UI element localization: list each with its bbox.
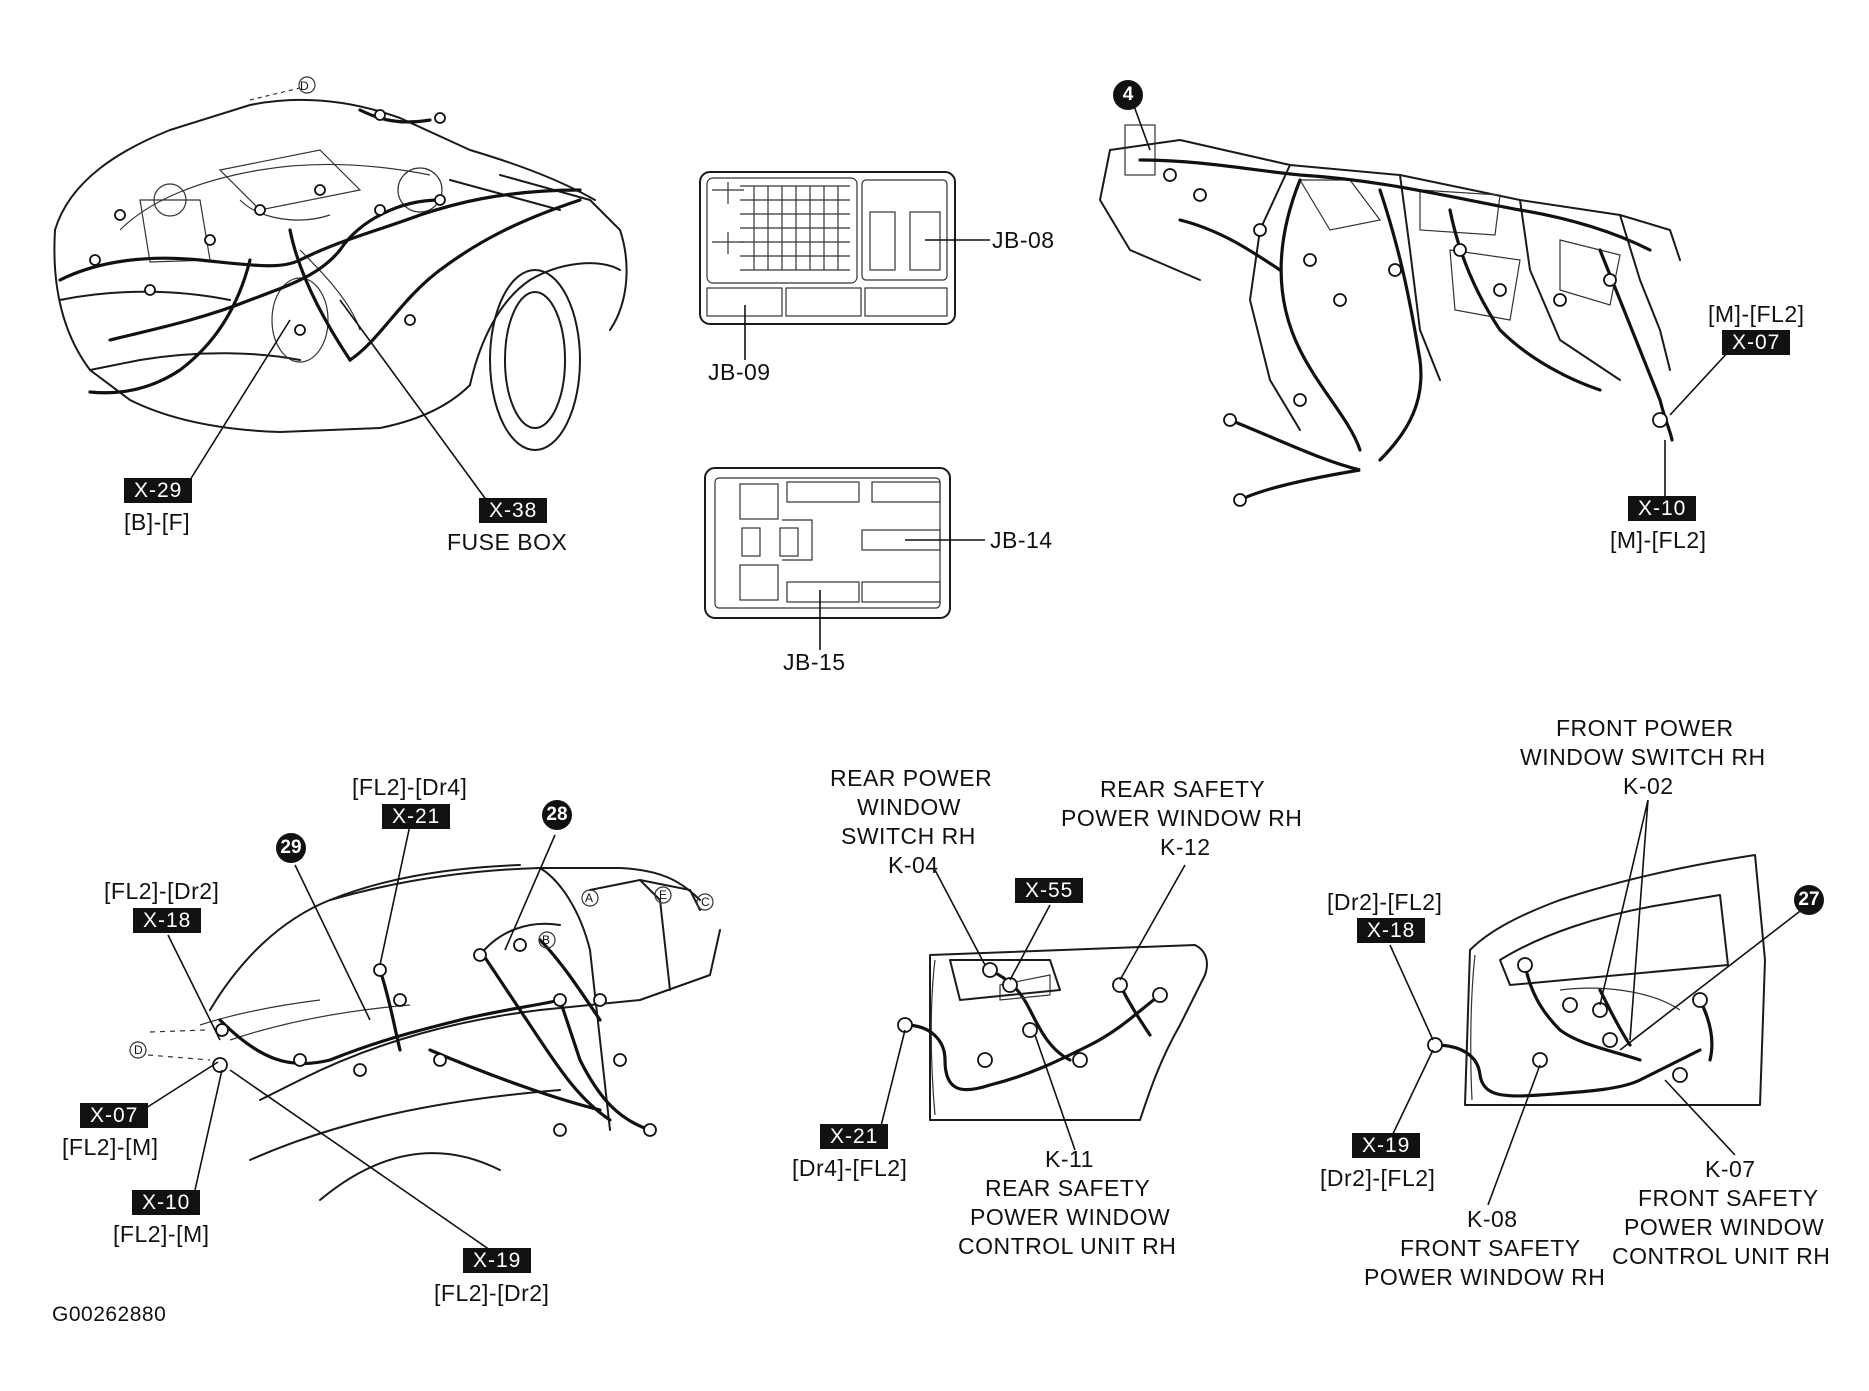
connector-tag-x38: X-38 — [479, 498, 548, 523]
rear-door-drawing — [879, 864, 1208, 1151]
body-floor-drawing — [129, 824, 721, 1251]
jb15-label: JB-15 — [783, 649, 846, 675]
callout-badge-29: 29 — [276, 833, 306, 863]
component-label-k07-line1: FRONT SAFETY — [1638, 1185, 1819, 1211]
component-label-k04-line1: REAR POWER — [830, 765, 993, 791]
ref-marker-b: B — [542, 933, 551, 947]
junction-box-08-09 — [699, 171, 990, 360]
connector-tag-x21-door: X-21 — [820, 1124, 889, 1149]
connector-label-x29: [B]-[F] — [124, 509, 191, 535]
connector-label-x21-body: [FL2]-[Dr4] — [352, 774, 468, 800]
ref-marker-a: A — [585, 891, 594, 905]
component-label-k04-code: K-04 — [888, 852, 939, 878]
connector-tag-x19-door: X-19 — [1352, 1133, 1421, 1158]
ref-marker-c: C — [701, 895, 711, 909]
connector-tag-x07-body: X-07 — [80, 1103, 149, 1128]
jb09-label: JB-09 — [708, 359, 771, 385]
jb08-label: JB-08 — [992, 227, 1055, 253]
component-label-k02-code: K-02 — [1623, 773, 1674, 799]
component-label-k02-line1: FRONT POWER — [1556, 715, 1734, 741]
ref-marker-d: D — [300, 79, 310, 93]
component-label-k11-line3: CONTROL UNIT RH — [958, 1233, 1177, 1259]
component-label-k12-line1: REAR SAFETY — [1100, 776, 1266, 802]
component-label-k12-code: K-12 — [1160, 834, 1211, 860]
connector-tag-x19-body: X-19 — [463, 1248, 532, 1273]
callout-badge-28: 28 — [542, 800, 572, 830]
component-label-k08-code: K-08 — [1467, 1206, 1518, 1232]
connector-label-x07-dash: [M]-[FL2] — [1708, 301, 1805, 327]
component-label-k11-code: K-11 — [1045, 1146, 1094, 1172]
component-label-k11-line1: REAR SAFETY — [985, 1175, 1151, 1201]
engine-bay-drawing — [53, 76, 628, 506]
component-label-k08-line1: FRONT SAFETY — [1400, 1235, 1581, 1261]
ref-marker-e: E — [659, 888, 668, 902]
connector-tag-x55: X-55 — [1015, 878, 1084, 903]
connector-label-x07-body: [FL2]-[M] — [62, 1134, 159, 1160]
drawing-id: G00262880 — [52, 1303, 167, 1326]
connector-tag-x18-body: X-18 — [133, 908, 202, 933]
component-label-k07-line3: CONTROL UNIT RH — [1612, 1243, 1831, 1269]
component-label-k11-line2: POWER WINDOW — [970, 1204, 1171, 1230]
connector-label-x10-dash: [M]-[FL2] — [1610, 527, 1707, 553]
dashboard-drawing — [1099, 94, 1731, 507]
connector-label-x18-body: [FL2]-[Dr2] — [104, 878, 220, 904]
front-door-drawing — [1389, 799, 1809, 1206]
component-label-k12-line2: POWER WINDOW RH — [1061, 805, 1303, 831]
ref-marker-d-body: D — [134, 1043, 144, 1057]
connector-label-x19-door: [Dr2]-[FL2] — [1320, 1165, 1436, 1191]
fuse-box-label: FUSE BOX — [447, 529, 568, 555]
connector-label-x19-body: [FL2]-[Dr2] — [434, 1280, 550, 1306]
component-label-k07-line2: POWER WINDOW — [1624, 1214, 1825, 1240]
component-label-k02-line2: WINDOW SWITCH RH — [1520, 744, 1766, 770]
connector-label-x18-door: [Dr2]-[FL2] — [1327, 889, 1443, 915]
jb14-label: JB-14 — [990, 527, 1053, 553]
connector-label-x21-door: [Dr4]-[FL2] — [792, 1155, 908, 1181]
connector-tag-x10-dash: X-10 — [1628, 496, 1697, 521]
connector-tag-x21-body: X-21 — [382, 804, 451, 829]
junction-box-14-15 — [704, 467, 985, 650]
connector-label-x10-body: [FL2]-[M] — [113, 1221, 210, 1247]
component-label-k08-line2: POWER WINDOW RH — [1364, 1264, 1606, 1290]
component-label-k04-line2: WINDOW — [857, 794, 961, 820]
connector-tag-x07-dash: X-07 — [1722, 330, 1791, 355]
connector-tag-x29: X-29 — [124, 478, 193, 503]
component-label-k07-code: K-07 — [1705, 1156, 1756, 1182]
component-label-k04-line3: SWITCH RH — [841, 823, 976, 849]
connector-tag-x18-door: X-18 — [1357, 918, 1426, 943]
connector-tag-x10-body: X-10 — [132, 1190, 201, 1215]
callout-badge-27: 27 — [1794, 885, 1824, 915]
callout-badge-4: 4 — [1113, 80, 1143, 110]
